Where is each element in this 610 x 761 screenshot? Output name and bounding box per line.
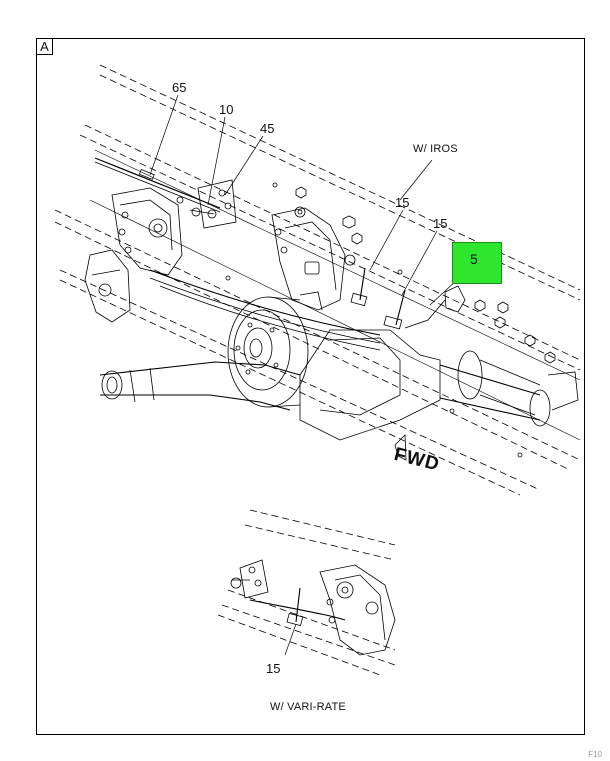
drive-axle-housing (99, 329, 579, 441)
callout-65: 65 (172, 80, 187, 95)
rod-65 (94, 157, 221, 213)
leaf-spring (149, 269, 381, 351)
callout-5: 5 (470, 251, 478, 267)
callout-45: 45 (260, 121, 275, 136)
callout-15-a: 15 (395, 195, 410, 210)
rear-hanger-bracket (271, 206, 356, 311)
height-control-valves (350, 267, 466, 330)
vari-rate-detail (217, 509, 396, 676)
callout-10: 10 (219, 102, 234, 117)
fwd-arrow-icon (394, 434, 407, 461)
highlighted-callout[interactable]: 5 (452, 242, 502, 284)
brake-drum (227, 296, 309, 408)
callout-15-b: 15 (433, 216, 448, 231)
valve-bracket-10-45 (189, 179, 237, 229)
diagram-frame (36, 38, 585, 735)
caption-vari-rate: W/ VARI-RATE (270, 701, 346, 713)
hardware-nuts (225, 182, 556, 458)
callout-leaders (149, 94, 459, 306)
front-hanger-bracket (84, 187, 184, 323)
section-label: A (36, 38, 53, 55)
figure-id: F10 (588, 750, 602, 759)
caption-iros: W/ IROS (413, 143, 458, 155)
callout-15-c: 15 (266, 661, 281, 676)
